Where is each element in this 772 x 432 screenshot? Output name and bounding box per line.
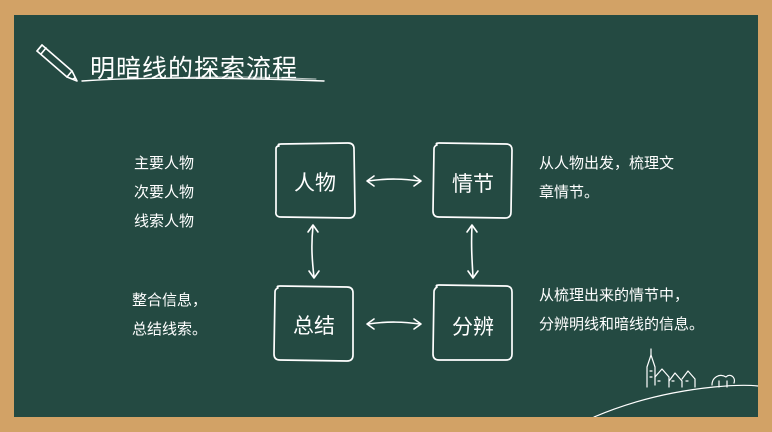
note-line: 线索人物 xyxy=(134,212,195,230)
node-summarize: 总结 xyxy=(293,314,335,338)
note-line: 章情节。 xyxy=(539,183,600,201)
note-line: 分辨明线和暗线的信息。 xyxy=(539,315,705,333)
arrow-plot-distinguish xyxy=(470,225,474,278)
note-line: 从人物出发，梳理文 xyxy=(539,154,675,172)
box-summarize xyxy=(273,285,354,362)
node-distinguish: 分辨 xyxy=(452,315,494,339)
box-characters xyxy=(275,142,356,219)
chalkboard: 明暗线的探索流程 主要人物 次要人物 线索人物 从人物出发，梳理文 章情节。 整… xyxy=(14,15,758,417)
note-line: 次要人物 xyxy=(134,183,195,201)
note-line: 总结线索。 xyxy=(132,320,208,338)
note-distinguish: 从梳理出来的情节中， 分辨明线和暗线的信息。 xyxy=(539,281,704,339)
arrow-summarize-distinguish xyxy=(367,321,421,325)
box-plot xyxy=(432,142,513,219)
house-doodle-icon xyxy=(646,348,735,388)
arrow-characters-summarize xyxy=(311,225,315,278)
note-summarize: 整合信息， 总结线索。 xyxy=(132,286,207,344)
page-title: 明暗线的探索流程 xyxy=(90,54,299,83)
hill-doodle xyxy=(593,384,758,417)
arrow-characters-plot xyxy=(367,178,421,182)
box-distinguish xyxy=(432,284,513,361)
note-plot: 从人物出发，梳理文 章情节。 xyxy=(539,149,674,207)
node-plot: 情节 xyxy=(452,172,494,196)
chalk-drawings xyxy=(36,44,758,417)
note-characters: 主要人物 次要人物 线索人物 xyxy=(134,149,194,236)
note-line: 整合信息， xyxy=(132,291,208,309)
node-characters: 人物 xyxy=(294,171,336,195)
pencil-icon xyxy=(36,44,78,82)
note-line: 主要人物 xyxy=(134,154,195,172)
title-underline xyxy=(81,77,325,82)
note-line: 从梳理出来的情节中， xyxy=(539,286,690,304)
